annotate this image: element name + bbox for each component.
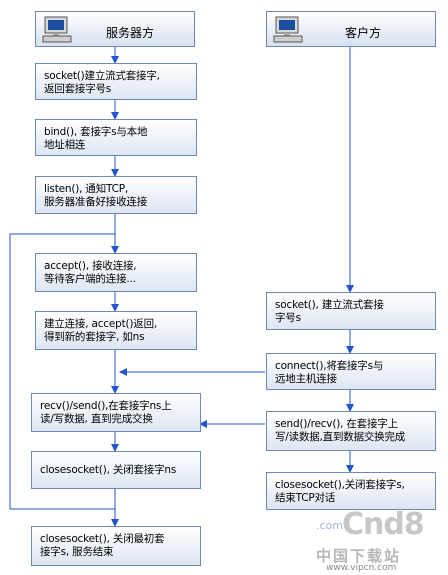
client-title: 客户方 — [345, 26, 382, 40]
computer-icon — [273, 16, 303, 43]
watermark-dot: .com — [316, 519, 343, 532]
client-step-send-recv: send()/recv(), 在套接字上 写/读数据,直到数据交换完成 — [266, 411, 436, 451]
watermark: .com Cnd8 中国下载站 www.vipcn.com — [312, 503, 442, 573]
computer-icon — [42, 16, 72, 43]
server-step-close-s: closesocket(), 关闭最初套 接字s, 服务结束 — [31, 526, 201, 566]
client-step-connect: connect(),将套接字s与 远地主机连接 — [266, 353, 436, 390]
server-header: 服务器方 — [35, 11, 195, 47]
server-step-accept: accept(), 接收连接, 等待客户端的连接... — [35, 253, 197, 292]
client-step-socket: socket(), 建立流式套接 字号s — [266, 292, 436, 330]
loop-back-line — [9, 233, 115, 510]
server-step-socket: socket()建立流式套接字, 返回套接字号s — [35, 63, 197, 100]
client-header: 客户方 — [266, 11, 436, 47]
watermark-brand: Cnd8 — [342, 507, 425, 542]
watermark-cn: 中国下载站 — [316, 547, 402, 565]
server-step-listen: listen(), 通知TCP, 服务器准备好接收连接 — [35, 176, 197, 214]
server-step-recv-send: recv()/send(),在套接字ns上 读/写数据, 直到完成交换 — [31, 393, 201, 432]
client-step-close: closesocket(),关闭套接字s, 结束TCP对话 — [266, 472, 436, 510]
server-step-established: 建立连接, accept()返回, 得到新的套接字, 如ns — [35, 311, 197, 350]
server-step-close-ns: closesocket(), 关闭套接字ns — [31, 451, 201, 489]
server-step-bind: bind(), 套接字s与本地 地址相连 — [35, 119, 197, 156]
server-title: 服务器方 — [106, 26, 155, 40]
watermark-url: www.vipcn.com — [326, 563, 397, 573]
